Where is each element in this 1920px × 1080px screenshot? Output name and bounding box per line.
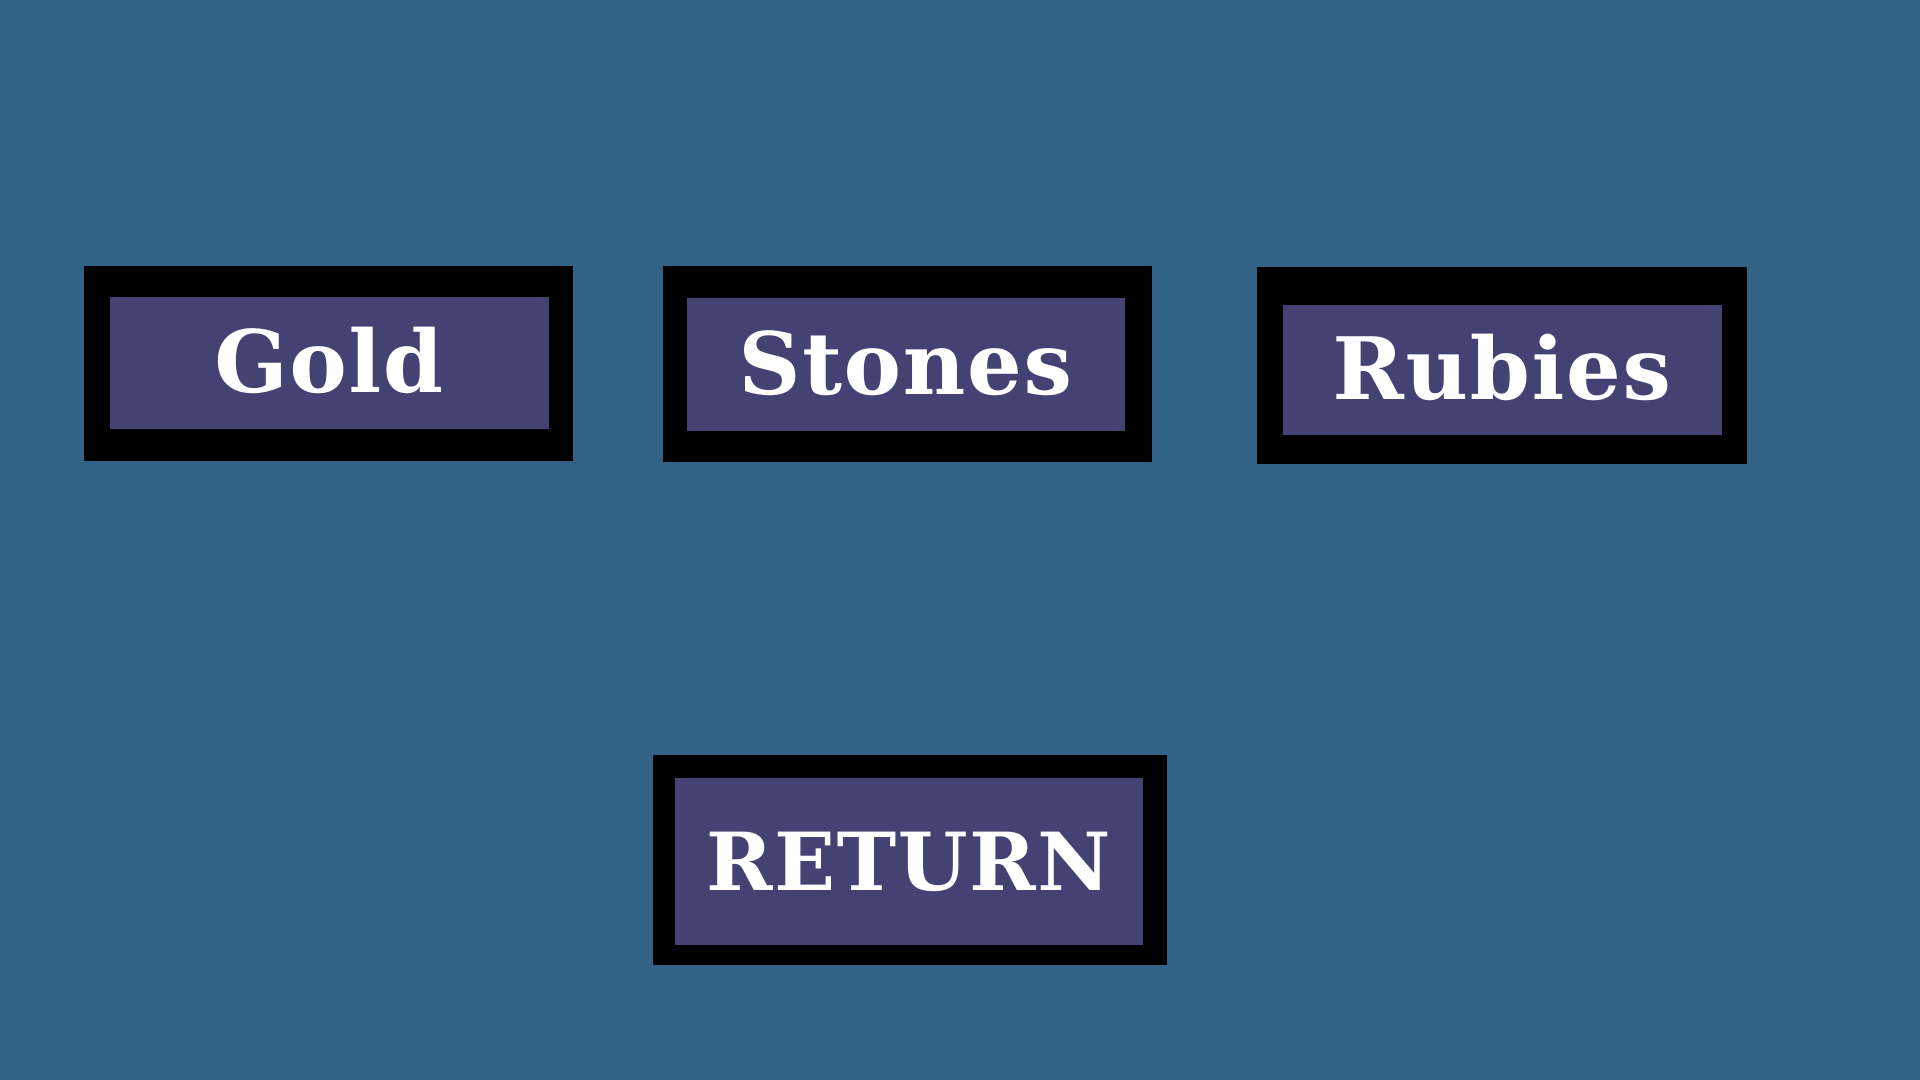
resource-button-stones[interactable]: Stones	[663, 266, 1152, 462]
return-button[interactable]: RETURN	[653, 755, 1167, 965]
resource-button-stones-label: Stones	[738, 313, 1074, 415]
button-plate: Gold	[110, 297, 549, 429]
resource-button-rubies[interactable]: Rubies	[1257, 267, 1747, 464]
button-plate: Rubies	[1283, 305, 1722, 435]
resource-button-rubies-label: Rubies	[1332, 319, 1673, 420]
button-plate: Stones	[687, 298, 1125, 431]
button-plate: RETURN	[675, 778, 1143, 945]
resource-button-gold[interactable]: Gold	[84, 266, 573, 461]
return-button-label: RETURN	[706, 814, 1112, 909]
resource-button-gold-label: Gold	[214, 312, 445, 413]
